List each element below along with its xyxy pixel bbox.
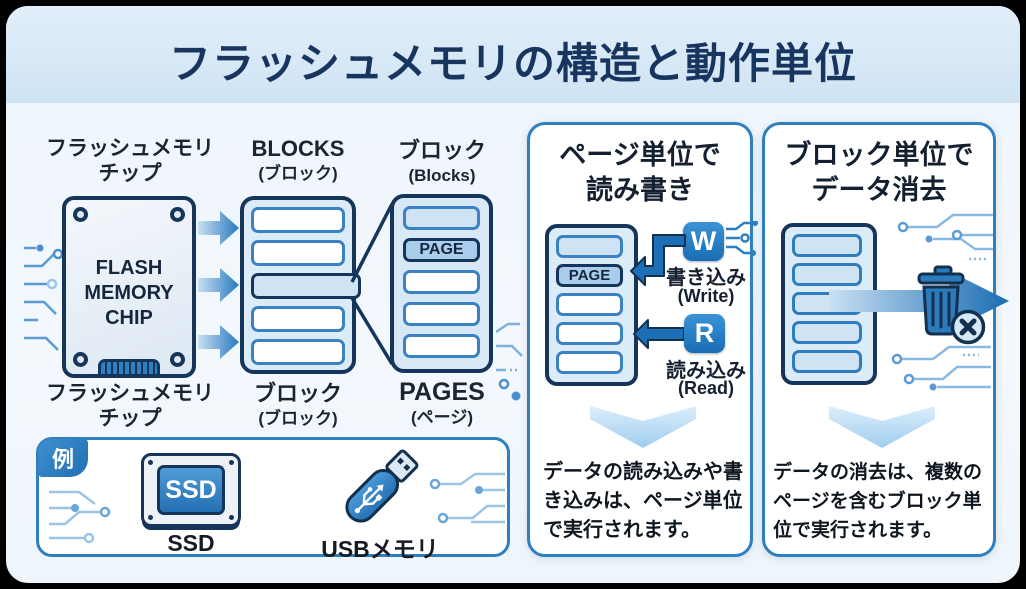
- chip-label-bottom: フラッシュメモリ チップ: [46, 382, 214, 430]
- usb-label: USBメモリ: [321, 536, 439, 562]
- circuit-decoration-icon: [429, 472, 505, 524]
- block-detail-heading: ブロック (Blocks): [397, 138, 486, 185]
- screw-icon: [73, 352, 88, 367]
- page-title: フラッシュメモリの構造と動作単位: [168, 40, 857, 87]
- usb-memory-icon: [345, 449, 419, 523]
- flow-arrow-icon: [198, 268, 239, 302]
- page-row: [403, 206, 480, 230]
- page-stack: PAGE: [545, 224, 638, 386]
- blocks-heading: BLOCKS (ブロック): [251, 136, 345, 183]
- trash-icon: [917, 265, 986, 345]
- down-chevron-icon: [590, 406, 696, 448]
- blocks-column: [240, 196, 361, 374]
- circuit-decoration-icon: [897, 213, 993, 261]
- ssd-icon: SSD: [141, 453, 241, 527]
- page-panel-description: データの読み込みや書 き込みは、ページ単位 で実行されます。: [543, 461, 743, 541]
- write-sub-label: (Write): [677, 286, 735, 306]
- ssd-icon-text: SSD: [157, 465, 225, 515]
- circuit-decoration-icon: [726, 221, 758, 256]
- write-badge: W: [683, 222, 724, 261]
- title-bar: フラッシュメモリの構造と動作単位: [6, 6, 1020, 103]
- page-row: [556, 235, 623, 258]
- block-panel-description: データの消去は、複数の ページを含むブロック単 位で実行されます。: [773, 462, 983, 541]
- blocks-caption: ブロック (ブロック): [253, 381, 342, 428]
- page-row: [556, 322, 623, 345]
- page-row: [403, 302, 480, 326]
- block-row: [251, 306, 345, 332]
- page-row: [403, 270, 480, 294]
- flash-memory-chip: FLASH MEMORY CHIP: [62, 196, 196, 378]
- block-row: [792, 350, 862, 373]
- page-unit-panel: ページ単位で 読み書き PAGE W 書き込み (Write) R: [527, 122, 758, 557]
- circuit-decoration-icon: [24, 244, 64, 351]
- block-row: [251, 207, 345, 233]
- write-label: 書き込み: [666, 267, 746, 289]
- block-row: [251, 240, 345, 266]
- screw-icon: [73, 207, 88, 222]
- flow-arrow-icon: [198, 211, 239, 245]
- read-arrow-icon: [633, 319, 684, 349]
- block-row: [792, 263, 862, 286]
- flow-arrow-icon: [198, 325, 239, 359]
- examples-box: 例 SSD SSD: [36, 437, 510, 562]
- block-row-highlighted: [251, 273, 361, 299]
- page-row: [403, 334, 480, 358]
- circuit-decoration-icon: [49, 490, 111, 544]
- write-arrow-icon: [630, 234, 686, 286]
- zoom-lines: [350, 203, 394, 365]
- screw-icon: [170, 352, 185, 367]
- circuit-decoration-icon: [496, 322, 523, 401]
- block-unit-panel: ブロック単位で データ消去: [762, 122, 1009, 557]
- chip-text: FLASH MEMORY CHIP: [84, 257, 174, 329]
- example-badge: 例: [38, 439, 88, 477]
- block-row: [251, 339, 345, 365]
- block-row: [792, 234, 862, 257]
- block-panel-title: ブロック単位で データ消去: [784, 140, 974, 205]
- read-label: 読み込み: [666, 360, 746, 382]
- chip-connector-icon: [98, 359, 160, 374]
- pages-caption: PAGES (ページ): [399, 378, 485, 428]
- screw-icon: [170, 207, 185, 222]
- read-badge: R: [684, 314, 725, 353]
- page-row-highlighted: PAGE: [556, 264, 623, 287]
- chip-label-top: フラッシュメモリ チップ: [46, 137, 214, 185]
- down-chevron-icon: [829, 406, 935, 448]
- ssd-label: SSD: [167, 530, 215, 556]
- read-sub-label: (Read): [677, 378, 734, 398]
- page-row: [556, 351, 623, 374]
- block-row: [792, 321, 862, 344]
- page-row: [556, 293, 623, 316]
- block-detail: PAGE: [390, 194, 493, 373]
- page-panel-title: ページ単位で 読み書き: [559, 140, 721, 205]
- circuit-decoration-icon: [891, 345, 991, 391]
- page-row-highlighted: PAGE: [403, 238, 480, 262]
